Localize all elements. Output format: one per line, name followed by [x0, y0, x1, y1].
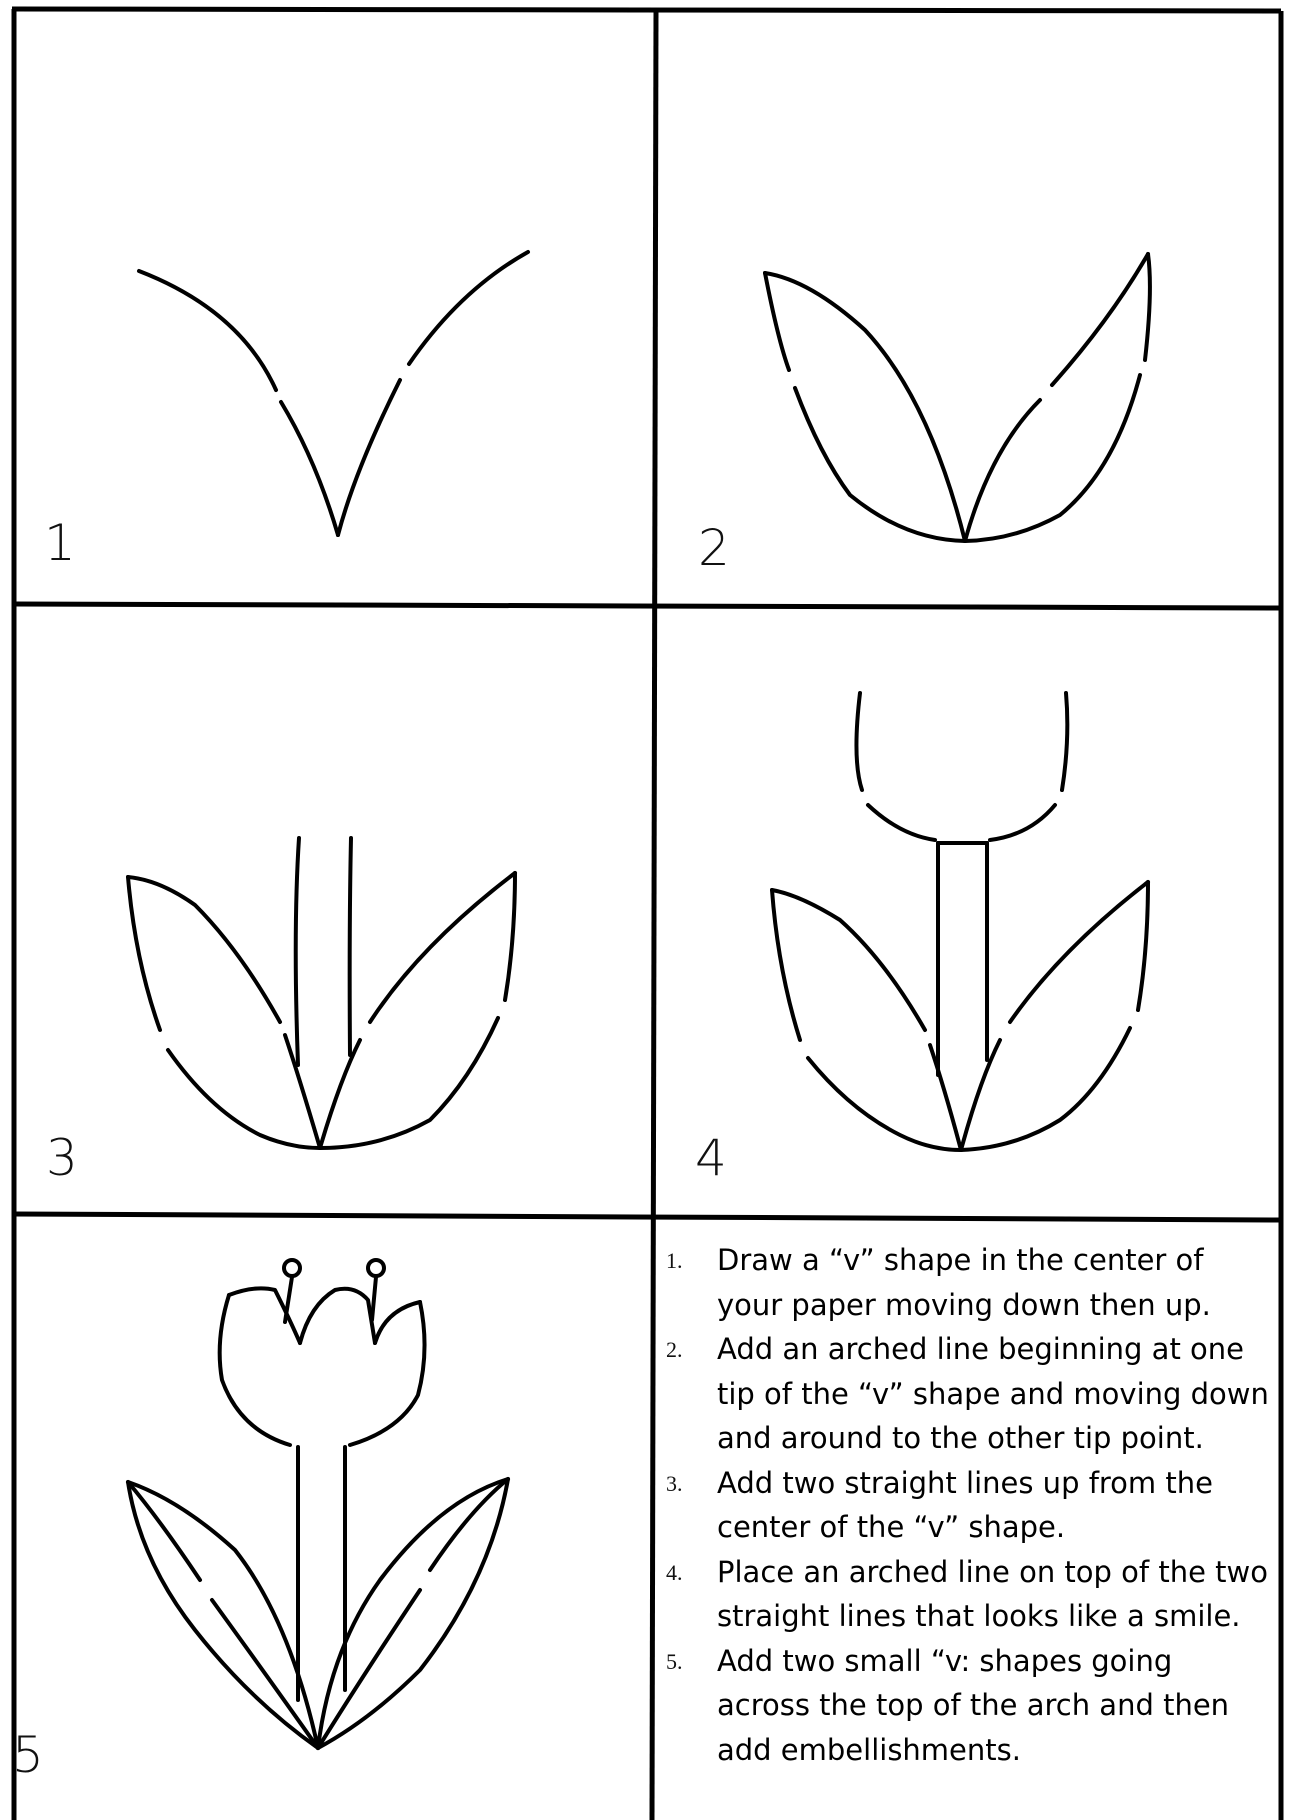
- panel-3-number: 3: [46, 1133, 78, 1183]
- step-text: Draw a “v” shape in the center of your p…: [717, 1238, 1272, 1327]
- panel-1-number: 1: [44, 518, 76, 568]
- step5-finished-tulip: [128, 1260, 508, 1748]
- instruction-step: 5. Add two small “v: shapes going across…: [662, 1639, 1272, 1773]
- step-text: Add an arched line beginning at one tip …: [717, 1327, 1272, 1461]
- panel-4-number: 4: [695, 1133, 727, 1183]
- column-divider: [652, 11, 656, 1820]
- row-divider-1: [14, 604, 1281, 608]
- step-text: Place an arched line on top of the two s…: [717, 1550, 1272, 1639]
- panel-5-number: 5: [12, 1730, 44, 1780]
- step-text: Add two small “v: shapes going across th…: [717, 1639, 1272, 1773]
- step-number: 2.: [666, 1328, 683, 1373]
- instruction-step: 3. Add two straight lines up from the ce…: [662, 1461, 1272, 1550]
- step3-leaves-stem: [128, 838, 515, 1148]
- frame-top-line: [12, 9, 1281, 11]
- step-text: Add two straight lines up from the cente…: [717, 1461, 1272, 1550]
- step2-leaves: [765, 254, 1150, 541]
- instruction-step: 1. Draw a “v” shape in the center of you…: [662, 1238, 1272, 1327]
- step-number: 5.: [666, 1640, 683, 1685]
- instruction-step: 4. Place an arched line on top of the tw…: [662, 1550, 1272, 1639]
- panel-2-number: 2: [698, 523, 730, 573]
- step4-leaves-stem-cup: [772, 693, 1148, 1150]
- step-number: 4.: [666, 1551, 683, 1596]
- instruction-step: 2. Add an arched line beginning at one t…: [662, 1327, 1272, 1461]
- step-number: 3.: [666, 1462, 683, 1507]
- row-divider-2: [14, 1214, 1281, 1220]
- instructions-list: 1. Draw a “v” shape in the center of you…: [662, 1238, 1272, 1772]
- step-number: 1.: [666, 1239, 683, 1284]
- step1-v-shape: [139, 252, 528, 535]
